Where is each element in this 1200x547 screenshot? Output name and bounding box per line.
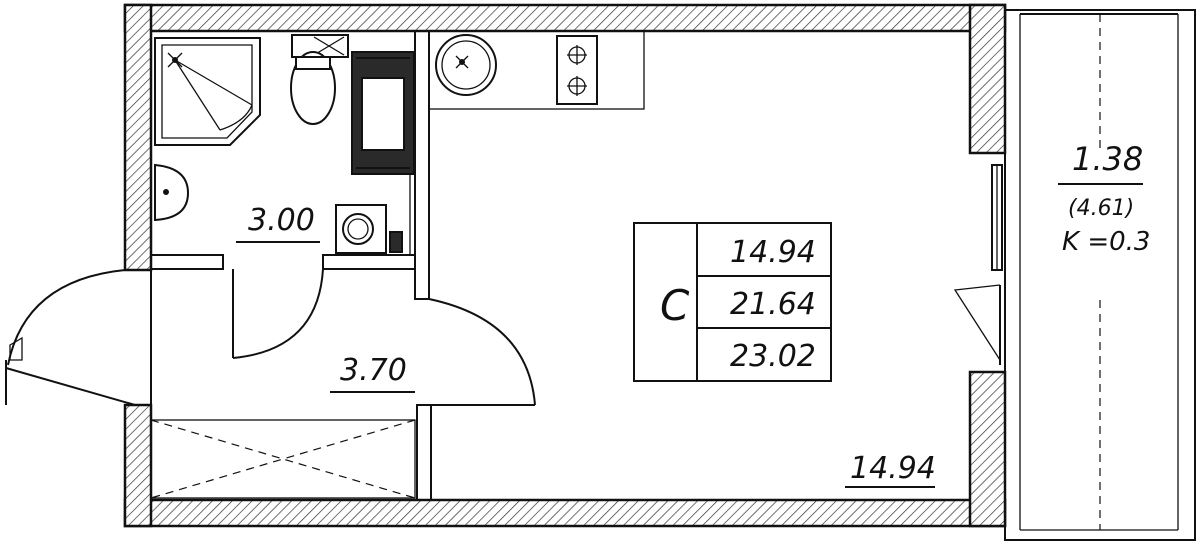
area-summary-table: C 14.94 21.64 23.02 bbox=[633, 222, 832, 382]
entrance-door-leaf bbox=[5, 367, 136, 406]
wardrobe bbox=[150, 419, 416, 499]
bathroom-door-arc bbox=[232, 268, 324, 359]
apartment-type-letter: C bbox=[660, 281, 690, 330]
left-wall-upper bbox=[123, 3, 153, 272]
summary-living-area: 14.94 bbox=[730, 235, 816, 270]
doors bbox=[5, 268, 536, 406]
kitchen-sink bbox=[435, 34, 497, 96]
partition-right bbox=[322, 254, 416, 270]
balcony-area: 1.38 bbox=[1072, 140, 1143, 178]
right-wall-upper bbox=[968, 3, 1007, 155]
bath-living-wall bbox=[414, 30, 430, 300]
living-door-arc bbox=[428, 298, 536, 406]
balcony bbox=[953, 9, 1196, 541]
right-wall-lower bbox=[968, 370, 1007, 528]
bottom-wall bbox=[123, 498, 1007, 528]
bathroom-fixtures bbox=[154, 34, 415, 255]
exterior-walls bbox=[123, 3, 1007, 528]
bathroom-area: 3.00 bbox=[248, 203, 315, 238]
living-area-label: 14.94 bbox=[850, 451, 936, 486]
top-wall bbox=[123, 3, 1007, 33]
partition-left bbox=[150, 254, 224, 270]
kitchen-counter bbox=[428, 30, 645, 110]
summary-total-area: 21.64 bbox=[730, 287, 816, 322]
summary-total-with-balcony: 23.02 bbox=[730, 339, 816, 374]
balcony-full-area: (4.61) bbox=[1068, 196, 1134, 221]
door-handle-icon bbox=[9, 336, 23, 361]
balcony-door-swing bbox=[953, 284, 1001, 361]
hallway-area: 3.70 bbox=[340, 353, 407, 388]
hall-living-wall-lower bbox=[416, 404, 432, 501]
summary-frame bbox=[633, 222, 832, 382]
shower-tray bbox=[154, 37, 261, 146]
left-wall-lower bbox=[123, 403, 153, 528]
bath-sink bbox=[154, 163, 190, 222]
kitchen-fixtures bbox=[428, 30, 645, 110]
entrance-door-arc bbox=[7, 269, 126, 366]
room-labels: 3.00 3.70 14.94 1.38 (4.61) K =0.3 bbox=[236, 140, 1150, 488]
balcony-coefficient: K =0.3 bbox=[1062, 227, 1150, 257]
